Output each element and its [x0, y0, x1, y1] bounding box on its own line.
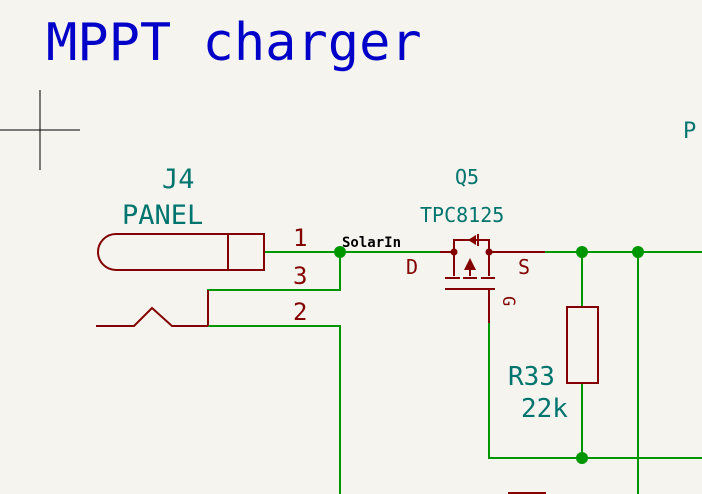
mosfet-value: TPC8125: [420, 203, 504, 227]
connector-reference: J4: [162, 164, 195, 195]
connector-j4[interactable]: J4 PANEL 1 3 2: [96, 164, 307, 327]
connector-plug-tip: [227, 233, 265, 271]
junction-source-r33: [576, 246, 588, 258]
mosfet-junction-drain: [450, 248, 458, 256]
net-label-solarin: SolarIn: [342, 235, 401, 251]
connector-sleeve-contact: [96, 306, 208, 327]
mosfet-arrow-icon: [464, 258, 476, 270]
mosfet-diode-icon: [468, 235, 476, 245]
connector-pin-number-2: 2: [293, 298, 307, 326]
connector-pin-number-3: 3: [293, 262, 307, 290]
resistor-reference: R33: [508, 362, 555, 392]
mosfet-pin-drain: D: [406, 255, 418, 279]
mosfet-junction-source: [485, 248, 493, 256]
connector-value: PANEL: [122, 200, 203, 231]
sheet-title: MPPT charger: [46, 13, 422, 73]
resistor-body: [566, 306, 599, 384]
resistor-value: 22k: [521, 394, 568, 424]
junction-source-right: [632, 246, 644, 258]
connector-pin-number-1: 1: [293, 224, 307, 252]
connector-plug-body: [97, 233, 229, 271]
junction-gate-r33: [576, 452, 588, 464]
wire-gate: [488, 323, 702, 459]
mosfet-pin-gate: G: [498, 296, 518, 306]
cursor-crosshair-icon: [0, 90, 80, 170]
mosfet-reference: Q5: [455, 165, 479, 189]
edge-label: P: [683, 119, 696, 144]
junctions: [334, 246, 644, 464]
mosfet-q5[interactable]: Q5 TPC8125 D S G: [406, 165, 545, 323]
mosfet-pin-source: S: [518, 255, 530, 279]
junction-solarin: [334, 246, 346, 258]
wire-j4pin2: [208, 325, 341, 494]
resistor-r33[interactable]: R33 22k: [508, 306, 599, 424]
